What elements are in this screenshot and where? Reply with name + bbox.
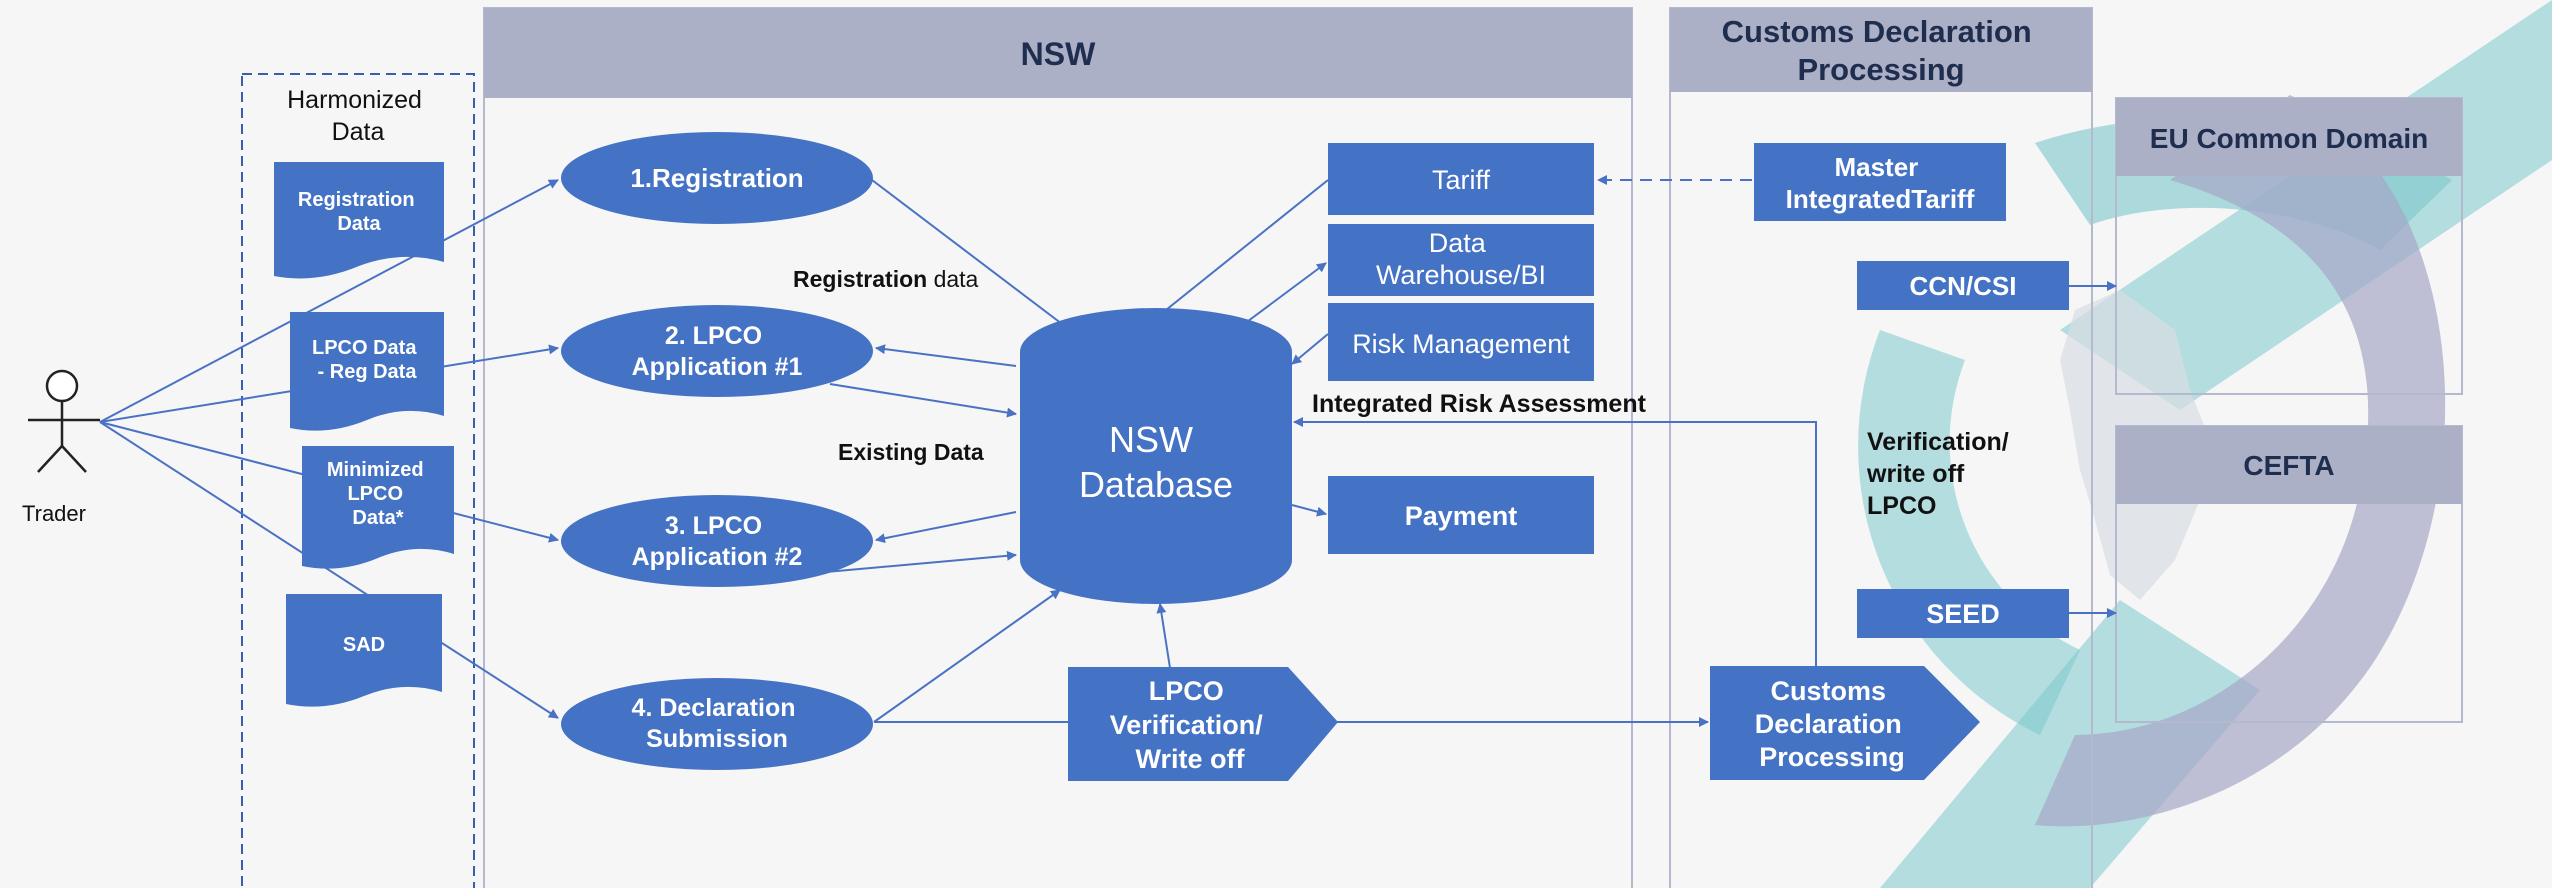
master-integrated-tariff-label: Master IntegratedTariff	[1786, 152, 1975, 214]
process-declaration-submission-label: 4. Declaration Submission	[632, 694, 803, 753]
process-lpco-application-1	[561, 305, 873, 397]
nsw-database-cylinder: NSW Database	[1020, 308, 1292, 604]
integrated-risk-annotation: Integrated Risk Assessment	[1312, 390, 1647, 418]
service-payment	[1328, 476, 1594, 554]
registration-data-annotation: Registration data	[793, 266, 979, 292]
customs-header	[1670, 8, 2092, 92]
eu-common-domain-title: EU Common Domain	[2150, 123, 2428, 154]
nsw-database-label: NSW Database	[1079, 419, 1233, 505]
process-lpco-application-2	[561, 495, 873, 587]
lpco-reg-data-label: LPCO Data - Reg Data	[312, 337, 422, 383]
service-risk-management-label: Risk Management	[1352, 329, 1570, 359]
harmonized-documents: Registration Data LPCO Data - Reg Data M…	[274, 162, 454, 707]
lpco-verification-label: LPCO Verification/ Write off	[1110, 676, 1271, 774]
ccn-csi-label: CCN/CSI	[1910, 271, 2017, 301]
ccn-csi-box	[1857, 261, 2069, 310]
process-registration	[561, 132, 873, 224]
verification-write-off-label: Verification/ write off LPCO	[1866, 428, 2016, 520]
service-data-warehouse	[1328, 224, 1594, 296]
seed-box	[1857, 589, 2069, 638]
process-registration-label: 1.Registration	[630, 163, 803, 193]
trader-actor-icon	[28, 369, 100, 473]
master-integrated-tariff	[1754, 143, 2006, 221]
customs-title: Customs Declaration Processing	[1722, 14, 2041, 87]
sad-label: SAD	[343, 634, 385, 656]
sad-doc	[286, 594, 442, 707]
existing-data-annotation: Existing Data	[838, 439, 984, 465]
lpco-verification-step	[1068, 667, 1338, 781]
customs-declaration-processing-step	[1710, 666, 1980, 780]
seed-label: SEED	[1926, 599, 2000, 629]
lpco-reg-data-doc	[290, 312, 444, 431]
nsw-header	[484, 8, 1632, 98]
harmonized-data-title: Harmonized Data	[287, 86, 429, 146]
service-tariff-label: Tariff	[1432, 165, 1491, 195]
service-data-warehouse-label: Data Warehouse/BI	[1376, 228, 1546, 290]
service-risk-management	[1328, 303, 1594, 381]
nsw-container	[483, 7, 1633, 888]
service-payment-label: Payment	[1405, 501, 1518, 531]
process-list: 1.Registration 2. LPCO Application #1 3.…	[561, 132, 873, 770]
minimized-lpco-doc	[302, 446, 454, 569]
nsw-title: NSW	[1021, 36, 1096, 72]
harmonized-data-region	[241, 73, 475, 888]
cefta-box	[2115, 425, 2463, 723]
service-list: Tariff Data Warehouse/BI Risk Management…	[1328, 143, 1594, 554]
cefta-title: CEFTA	[2243, 450, 2334, 481]
process-declaration-submission	[561, 678, 873, 770]
registration-data-label: Registration Data	[298, 189, 420, 235]
trader-label: Trader	[22, 501, 86, 526]
customs-container	[1669, 7, 2093, 888]
process-lpco-application-2-label: 3. LPCO Application #2	[632, 512, 803, 571]
process-lpco-application-1-label: 2. LPCO Application #1	[632, 322, 803, 381]
customs-declaration-processing-label: Customs Declaration Processing	[1755, 676, 1910, 772]
registration-data-doc	[274, 162, 444, 279]
eu-common-domain-box	[2115, 97, 2463, 395]
service-tariff	[1328, 143, 1594, 215]
minimized-lpco-label: Minimized LPCO Data*	[327, 459, 429, 529]
